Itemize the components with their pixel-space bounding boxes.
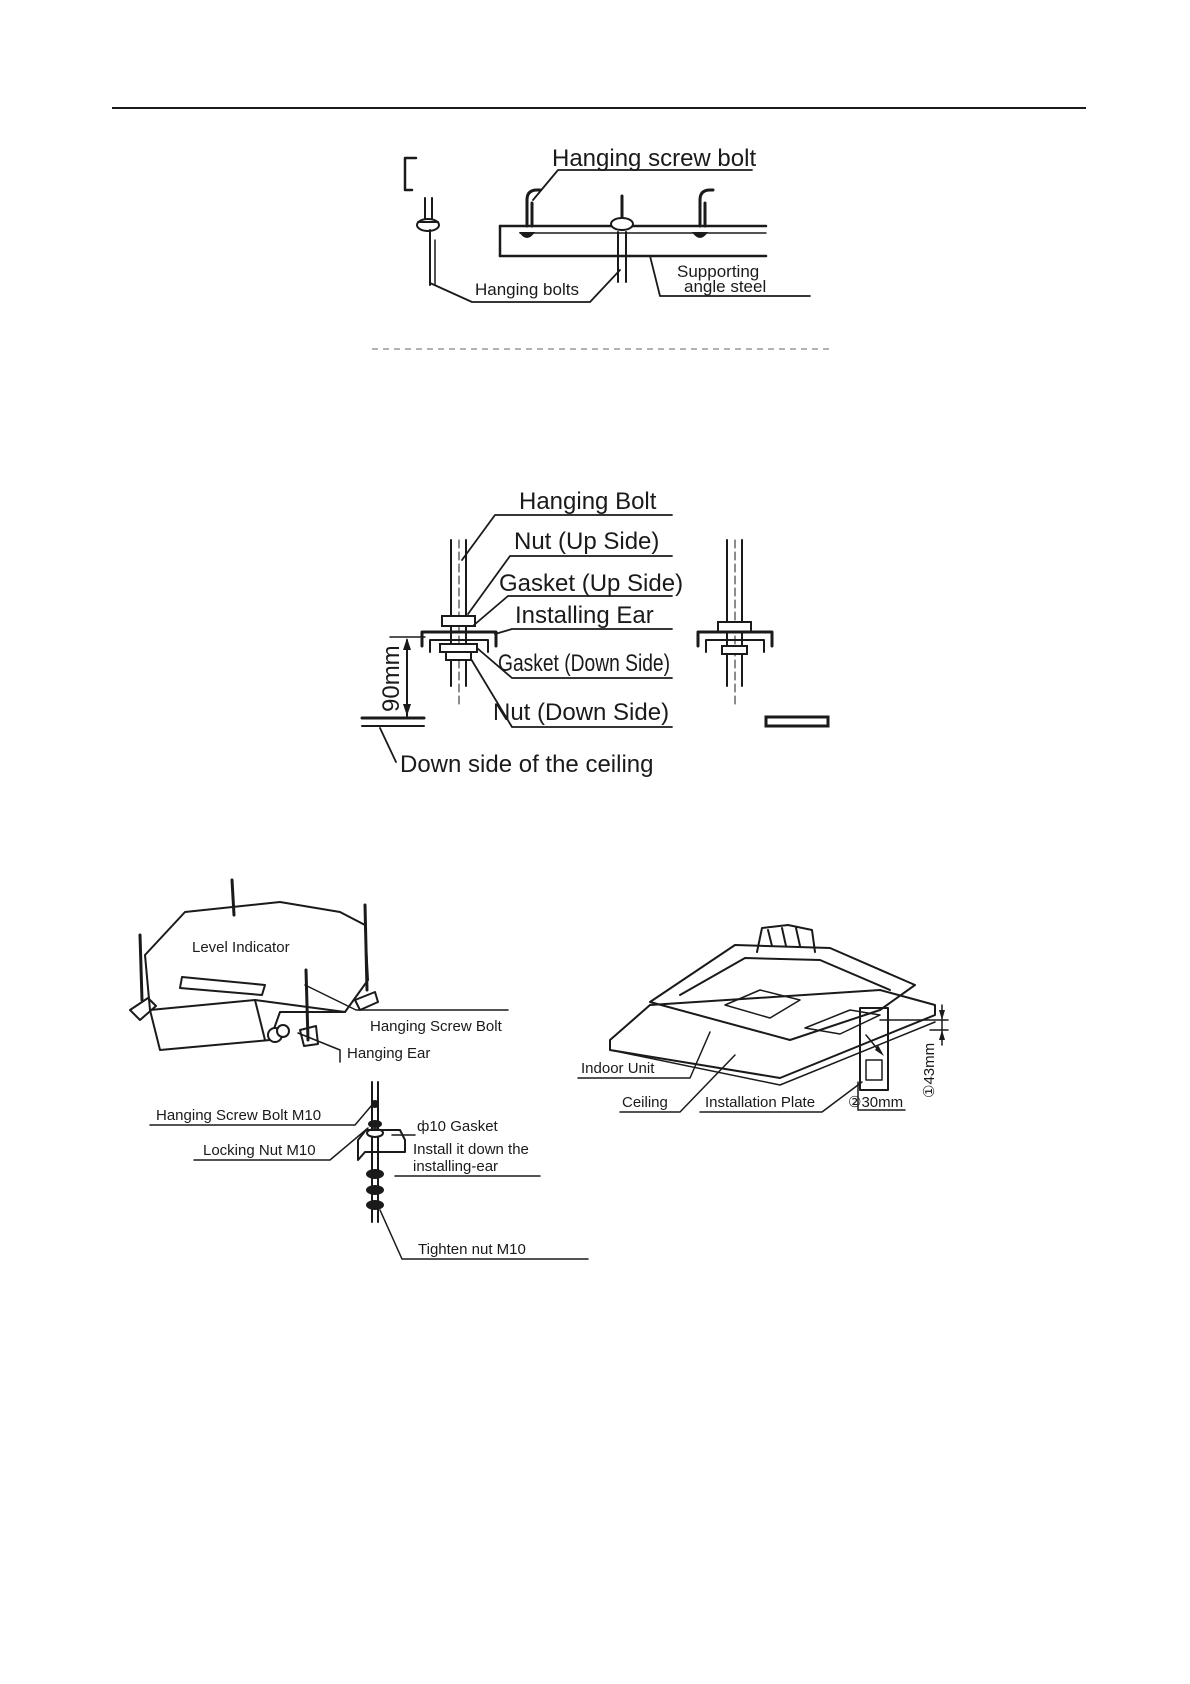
label-hanging-bolt: Hanging Bolt <box>519 488 657 515</box>
figure-installation-plate: ①43mm Indoor Unit Ceiling Installation P… <box>577 924 949 1113</box>
dim-30mm: ②30mm <box>848 1094 903 1111</box>
label-supporting-line1: Supporting <box>677 262 759 281</box>
left-nut-icon <box>416 218 440 232</box>
nut-down-side-icon <box>445 651 472 661</box>
label-supporting-line2: angle steel <box>684 277 766 296</box>
installing-ear-icon <box>420 630 498 648</box>
dim-90mm: 90mm <box>378 645 405 712</box>
middle-nut-icon <box>610 217 634 231</box>
hook-bolt-right-icon <box>698 188 715 228</box>
label-hanging-screw-bolt-unit: Hanging Screw Bolt <box>370 1018 503 1035</box>
label-nut-up-side: Nut (Up Side) <box>514 528 659 555</box>
indoor-unit-body <box>649 944 916 1041</box>
label-hanging-screw-bolt: Hanging screw bolt <box>552 145 756 172</box>
figure-hanging-screw-bolt: Hanging screw bolt Hanging bolts Support… <box>403 145 811 303</box>
label-hanging-ear: Hanging Ear <box>347 1045 430 1062</box>
gasket-down-side-icon <box>439 643 478 653</box>
indoor-unit-box <box>144 901 369 1051</box>
locking-nut-icon <box>368 1120 382 1128</box>
installation-plate-icon <box>859 1007 889 1091</box>
label-installing-ear: Installing Ear <box>515 602 654 629</box>
ceiling-plate-right <box>764 715 830 728</box>
gasket-icon <box>366 1169 384 1179</box>
dim-43mm: ①43mm <box>921 1043 938 1098</box>
label-indoor-unit: Indoor Unit <box>581 1060 655 1077</box>
tighten-nut-icon <box>366 1200 384 1210</box>
label-hanging-bolts: Hanging bolts <box>475 280 579 299</box>
label-hanging-screw-bolt-m10: Hanging Screw Bolt M10 <box>156 1107 321 1124</box>
level-indicator-icon <box>179 976 266 996</box>
label-tighten-nut-m10: Tighten nut M10 <box>418 1241 526 1258</box>
label-down-side-ceiling: Down side of the ceiling <box>400 751 653 778</box>
angle-bracket-icon <box>403 156 418 192</box>
label-locking-nut-m10: Locking Nut M10 <box>203 1142 316 1159</box>
ceiling-panel <box>609 989 936 1079</box>
label-gasket-up-side: Gasket (Up Side) <box>499 570 683 597</box>
hanging-ear-icon <box>299 1025 319 1047</box>
nut-up-side-icon <box>441 615 476 627</box>
label-nut-down-side: Nut (Down Side) <box>493 699 669 726</box>
label-gasket-down-side: Gasket (Down Side) <box>498 650 670 677</box>
label-installation-plate: Installation Plate <box>705 1094 815 1111</box>
label-level-indicator: Level Indicator <box>192 939 290 956</box>
label-gasket: ф10 Gasket <box>417 1118 499 1135</box>
label-install-line1: Install it down the <box>413 1141 529 1158</box>
label-ceiling: Ceiling <box>622 1094 668 1111</box>
figure-hanging-bolt-assembly: 90mm Hanging Bolt Nut (Up Side) Gasket (… <box>360 488 830 778</box>
label-install-line2: installing-ear <box>413 1158 498 1175</box>
hook-bolt-left-icon <box>525 188 542 228</box>
installing-ear-detail-icon <box>357 1129 406 1161</box>
figure-indoor-unit-hanging: Level Indicator Hanging Screw Bolt Hangi… <box>129 878 589 1260</box>
